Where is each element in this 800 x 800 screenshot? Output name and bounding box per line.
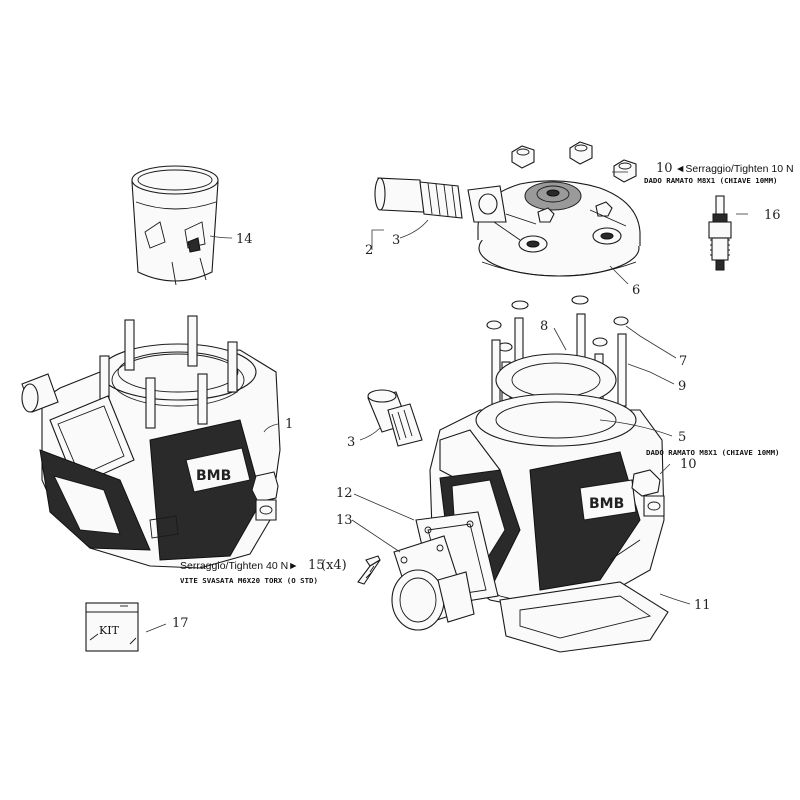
note-tighten-10n: ◄Serraggio/Tighten 10 N [675,163,794,175]
callout-11: 11 [694,598,711,613]
callout-2: 2 [365,243,373,258]
notes: ◄Serraggio/Tighten 10 N DADO RAMATO M8X1… [180,163,794,585]
note-screw: VITE SVASATA M6X20 TORX (O STD) [180,576,318,585]
callout-1: 1 [285,417,293,432]
cylinder-head [467,180,641,277]
countersunk-screw [357,555,381,585]
callout-16: 16 [764,208,781,223]
callout-13: 13 [336,513,353,528]
water-fitting-right [367,389,423,447]
water-fitting-top [374,177,463,219]
cylinder-right: BMB [429,393,665,611]
note-tighten-40n: Serraggio/Tighten 40 N► [180,560,299,572]
callout-17: 17 [172,616,189,631]
cylinder-liner [131,165,219,286]
base-gasket [499,581,669,653]
callout-6: 6 [632,283,640,298]
callout-9: 9 [678,379,686,394]
callout-10-right: 10 [680,457,697,472]
intake-flange [391,535,475,631]
callout-3-right: 3 [347,435,355,450]
callout-8: 8 [540,319,548,334]
head-nuts [511,141,637,183]
callout-5: 5 [678,430,686,445]
kit-bag [85,602,139,652]
callout-3-top: 3 [392,233,400,248]
note-nut-top: DADO RAMATO M8X1 (CHIAVE 10MM) [644,176,778,185]
callout-7: 7 [679,354,687,369]
callout-15-quantity: (x4) [321,558,347,573]
kit-label: KIT [99,624,120,637]
note-nut-right: DADO RAMATO M8X1 (CHIAVE 10MM) [646,448,780,457]
spark-plug [708,195,732,271]
leader-lines [145,171,748,633]
callout-12: 12 [336,486,353,501]
cylinder-left: BMB [21,315,281,569]
brand-logo-left: BMB [196,468,231,484]
brand-logo-right: BMB [589,496,624,512]
callout-10-top: 10 [656,161,673,176]
callouts: 1 2 3 3 5 6 7 8 9 10 10 11 12 13 14 15 (… [172,161,781,631]
callout-14: 14 [236,232,253,247]
callout-15: 15 [308,558,325,573]
